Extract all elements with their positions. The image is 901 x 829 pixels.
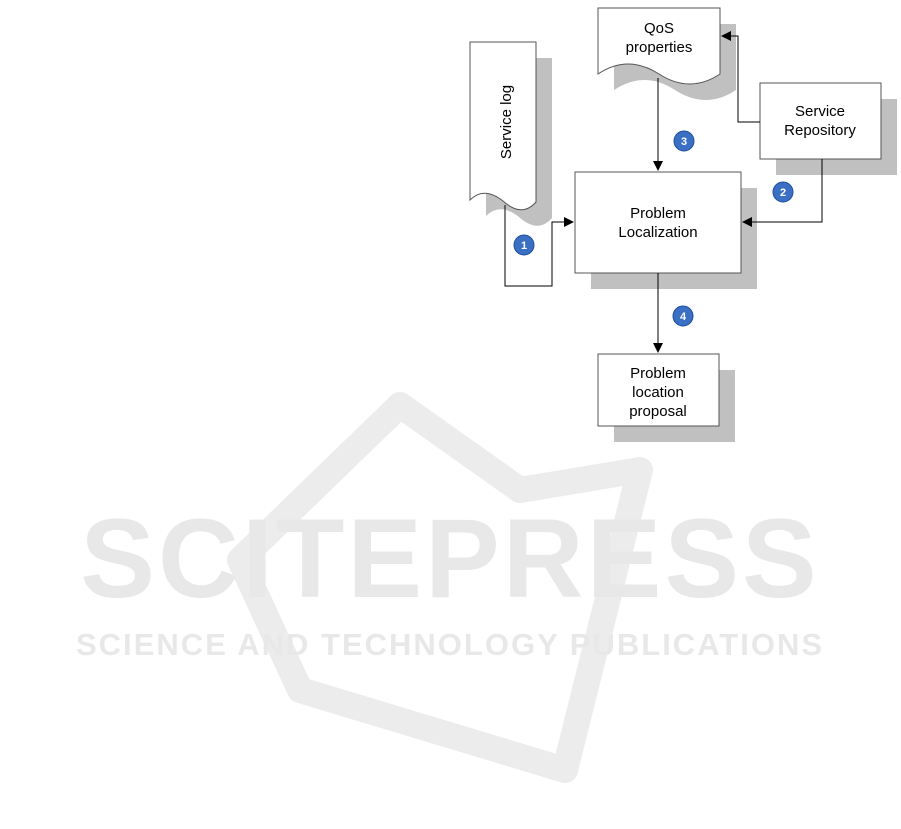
step-badge-1: 1 xyxy=(514,235,534,255)
watermark-title: SCITEPRESS xyxy=(80,496,820,621)
publisher-watermark: SCITEPRESS SCIENCE AND TECHNOLOGY PUBLIC… xyxy=(76,405,824,770)
repository-label-line1: Service xyxy=(795,103,845,120)
step-badge-3: 3 xyxy=(674,131,694,151)
watermark-subtitle: SCIENCE AND TECHNOLOGY PUBLICATIONS xyxy=(76,627,824,662)
proposal-label-line3: proposal xyxy=(629,403,687,420)
qos-properties-node: QoS properties xyxy=(598,8,736,100)
proposal-label-line1: Problem xyxy=(630,365,686,382)
problem-proposal-node: Problem location proposal xyxy=(598,354,735,442)
svg-text:2: 2 xyxy=(780,187,786,199)
svg-text:3: 3 xyxy=(681,136,687,148)
qos-label-line2: properties xyxy=(626,39,693,56)
problem-localization-node: Problem Localization xyxy=(575,172,757,289)
step-badge-2: 2 xyxy=(773,182,793,202)
service-repository-node: Service Repository xyxy=(760,83,897,175)
proposal-label-line2: location xyxy=(632,384,684,401)
problem-localization-line2: Localization xyxy=(618,224,697,241)
service-log-node: Service log xyxy=(470,42,552,226)
svg-text:1: 1 xyxy=(521,240,527,252)
qos-label-line1: QoS xyxy=(644,20,674,37)
service-log-label: Service log xyxy=(498,85,515,159)
svg-text:4: 4 xyxy=(680,311,687,323)
problem-localization-line1: Problem xyxy=(630,205,686,222)
repository-label-line2: Repository xyxy=(784,122,856,139)
step-badge-4: 4 xyxy=(673,306,693,326)
